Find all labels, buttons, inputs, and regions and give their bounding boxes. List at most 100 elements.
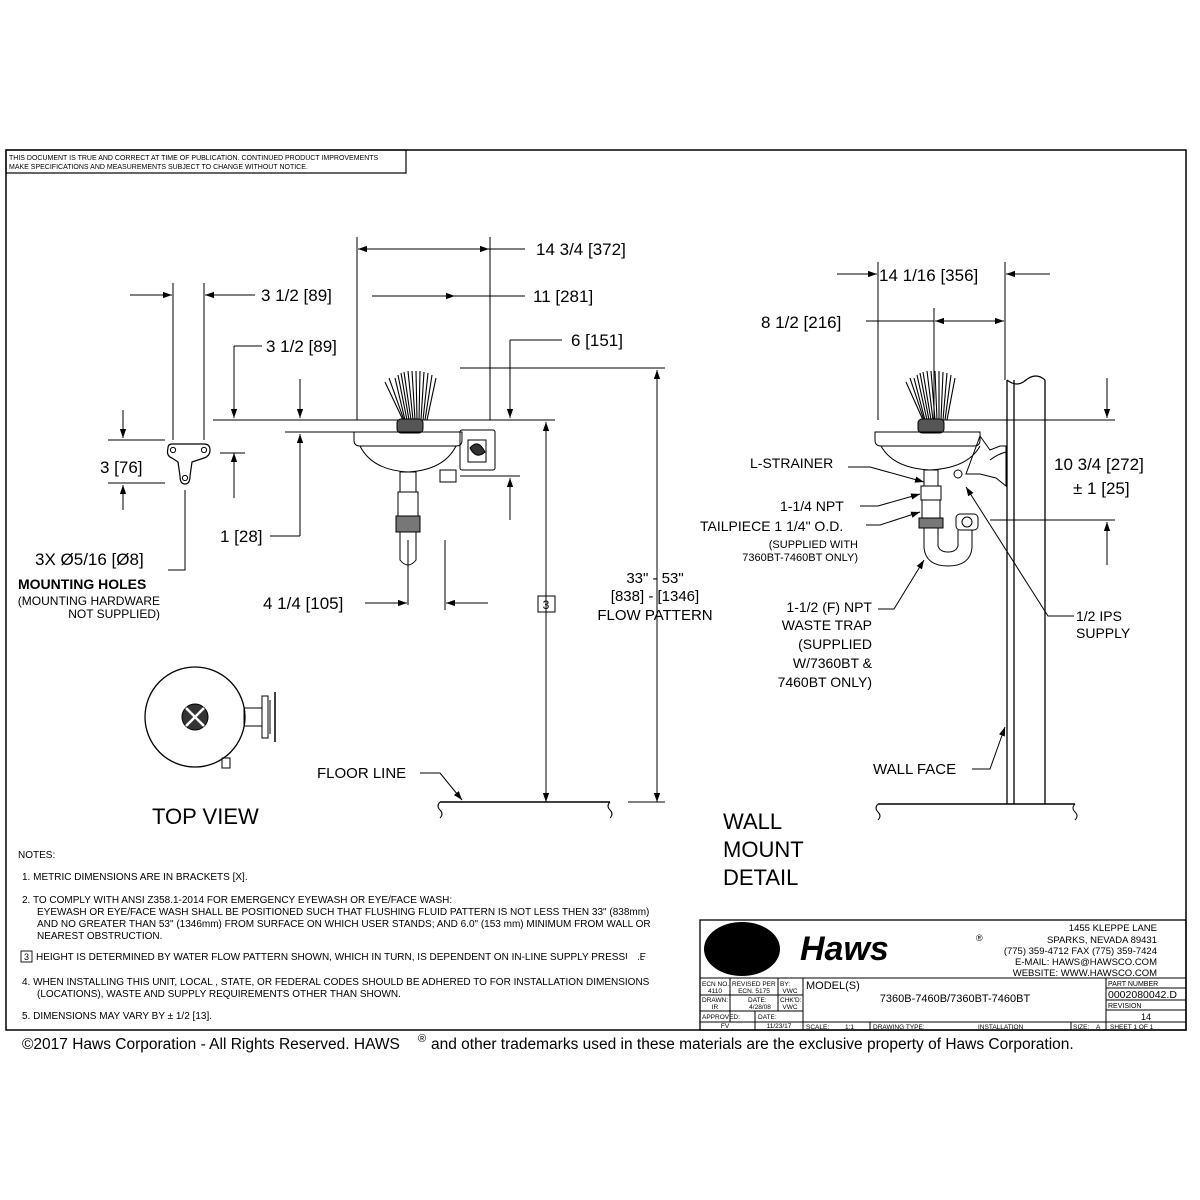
top-view-title: TOP VIEW (152, 804, 259, 829)
note-3-ref: 3 (543, 598, 550, 612)
note-3-number: 3 (24, 952, 29, 962)
ecn-label: ECN NO. (702, 981, 729, 988)
date-label: DATE: (748, 997, 767, 1004)
approved-value: FV (721, 1023, 730, 1030)
disclaimer-line-1: THIS DOCUMENT IS TRUE AND CORRECT AT TIM… (9, 155, 379, 162)
note-2c: AND NO GREATER THAN 53" (1346mm) FROM SU… (37, 919, 651, 930)
tailpiece-note-1: (SUPPLIED WITH (769, 539, 858, 551)
checked-value: VWC (782, 1004, 797, 1011)
dim-3: 3 [76] (100, 458, 143, 477)
haws-logo-reg: ® (976, 933, 983, 943)
checked-label: CHK'D: (780, 997, 802, 1004)
note-1: 1. METRIC DIMENSIONS ARE IN BRACKETS [X]… (22, 872, 248, 883)
models-value: 7360B-7460B/7360BT-7460BT (880, 993, 1031, 1005)
copyright-reg: ® (418, 1033, 426, 1045)
scale-value: 1:1 (845, 1024, 854, 1031)
note-3: HEIGHT IS DETERMINED BY WATER FLOW PATTE… (36, 952, 649, 963)
note-2d: NEAREST OBSTRUCTION. (37, 931, 162, 942)
address-3: (775) 359-4712 FAX (775) 359-7424 (1004, 946, 1157, 957)
flow-pattern-label: FLOW PATTERN (597, 607, 712, 624)
revision-label: REVISION (1108, 1003, 1141, 1010)
front-view (108, 237, 665, 819)
address-1: 1455 KLEPPE LANE (1069, 923, 1157, 934)
waste-trap-label-5: 7460BT ONLY) (778, 674, 872, 690)
tailpiece-label: TAILPIECE 1 1/4" O.D. (700, 518, 843, 534)
dim-3-1-2-top: 3 1/2 [89] (261, 286, 332, 305)
haws-logo-mark (624, 922, 780, 976)
note-5: 5. DIMENSIONS MAY VARY BY ± 1/2 [13]. (22, 1011, 212, 1022)
haws-logo-text: Haws (800, 930, 889, 968)
waste-trap-label-1: 1-1/2 (F) NPT (786, 599, 872, 615)
sheet-border (5, 149, 1187, 1031)
address-2: SPARKS, NEVADA 89431 (1047, 935, 1157, 946)
dim-11: 11 [281] (533, 287, 593, 306)
drawn-value: IR (712, 1004, 719, 1011)
sheet-label: SHEET 1 OF 1 (1110, 1024, 1154, 1031)
disclaimer-line-2: MAKE SPECIFICATIONS AND MEASUREMENTS SUB… (9, 164, 308, 171)
tailpiece-note-2: 7360BT-7460BT ONLY) (742, 552, 858, 564)
address-4: E-MAIL: HAWS@HAWSCO.COM (1015, 957, 1157, 968)
dim-10-3-4-tolerance: ± 1 [25] (1073, 479, 1130, 498)
address-5: WEBSITE: WWW.HAWSCO.COM (1013, 968, 1157, 979)
approved-date-label: DATE: (758, 1014, 777, 1021)
front-view-labels: 14 3/4 [372] 3 1/2 [89] 11 [281] 3 1/2 [… (18, 240, 713, 829)
size-value: A (1096, 1024, 1101, 1031)
drawing-type-value: INSTALLATION (978, 1024, 1024, 1031)
revised-label: REVISED PER (732, 981, 776, 988)
revised-value: ECN. 5175 (738, 988, 770, 995)
flow-height-mm: [838] - [1346] (611, 588, 699, 605)
waste-trap-label-2: WASTE TRAP (782, 617, 872, 633)
note-4b: (LOCATIONS), WASTE AND SUPPLY REQUIREMEN… (37, 989, 401, 1000)
npt-label: 1-1/4 NPT (780, 498, 844, 514)
dim-1: 1 [28] (220, 527, 263, 546)
title-block (624, 919, 1187, 1031)
waste-trap-label-4: W/7360BT & (793, 655, 873, 671)
part-number-label: PART NUMBER (1108, 981, 1158, 988)
wall-mount-detail (837, 262, 1115, 821)
notes-heading: NOTES: (18, 850, 55, 861)
dim-6: 6 [151] (571, 331, 623, 350)
mounting-holes-size: 3X Ø5/16 [Ø8] (35, 550, 144, 569)
models-label: MODEL(S) (806, 980, 860, 992)
wall-mount-title-2: MOUNT (723, 837, 804, 862)
notes: NOTES: 1. METRIC DIMENSIONS ARE IN BRACK… (18, 850, 651, 1022)
copyright-part-2: and other trademarks used in these mater… (431, 1036, 1074, 1053)
drawn-label: DRAWN: (702, 997, 728, 1004)
ips-supply-label-1: 1/2 IPS (1076, 608, 1122, 624)
dim-8-1-2: 8 1/2 [216] (761, 313, 841, 332)
ecn-value: 4110 (708, 988, 722, 995)
revision-value: 14 (1141, 1012, 1151, 1022)
ips-supply-label-2: SUPPLY (1076, 625, 1131, 641)
approved-date-value: 11/23/17 (767, 1023, 792, 1030)
by-label: BY: (780, 981, 790, 988)
dim-3-1-2-left: 3 1/2 [89] (266, 337, 337, 356)
l-strainer-label: L-STRAINER (750, 455, 833, 471)
note-4a: 4. WHEN INSTALLING THIS UNIT, LOCAL , ST… (22, 977, 650, 988)
by-value: VWC (782, 988, 797, 995)
copyright-part-1: ©2017 Haws Corporation - All Rights Rese… (22, 1036, 400, 1053)
date-value: 4/28/08 (749, 1004, 771, 1011)
flow-height-in: 33" - 53" (626, 570, 683, 587)
note-2a: 2. TO COMPLY WITH ANSI Z358.1-2014 FOR E… (22, 895, 452, 906)
mounting-hardware-note-1: (MOUNTING HARDWARE (18, 594, 160, 608)
approved-label: APPROVED: (702, 1014, 740, 1021)
dim-14-3-4: 14 3/4 [372] (536, 240, 626, 259)
wall-mount-title-3: DETAIL (723, 865, 798, 890)
scale-label: SCALE: (806, 1024, 829, 1031)
mounting-hardware-note-2: NOT SUPPLIED) (68, 607, 160, 621)
wall-face-label: WALL FACE (873, 761, 956, 778)
disclaimer-box: THIS DOCUMENT IS TRUE AND CORRECT AT TIM… (5, 149, 407, 174)
dim-4-1-4: 4 1/4 [105] (263, 594, 343, 613)
dim-10-3-4: 10 3/4 [272] (1054, 455, 1144, 474)
size-label: SIZE: (1073, 1024, 1089, 1031)
dim-14-1-16: 14 1/16 [356] (879, 266, 978, 285)
wall-detail-labels: 14 1/16 [356] 8 1/2 [216] 10 3/4 [272] ±… (700, 266, 1144, 890)
wall-mount-title-1: WALL (723, 809, 782, 834)
note-2b: EYEWASH OR EYE/FACE WASH SHALL BE POSITI… (37, 907, 649, 918)
mounting-holes-title: MOUNTING HOLES (18, 576, 146, 592)
floor-line-label: FLOOR LINE (317, 765, 406, 782)
waste-trap-label-3: (SUPPLIED (798, 636, 872, 652)
title-block-text: Haws ® 1455 KLEPPE LANE SPARKS, NEVADA 8… (702, 923, 1177, 1031)
drawing-type-label: DRAWING TYPE: (873, 1024, 925, 1031)
